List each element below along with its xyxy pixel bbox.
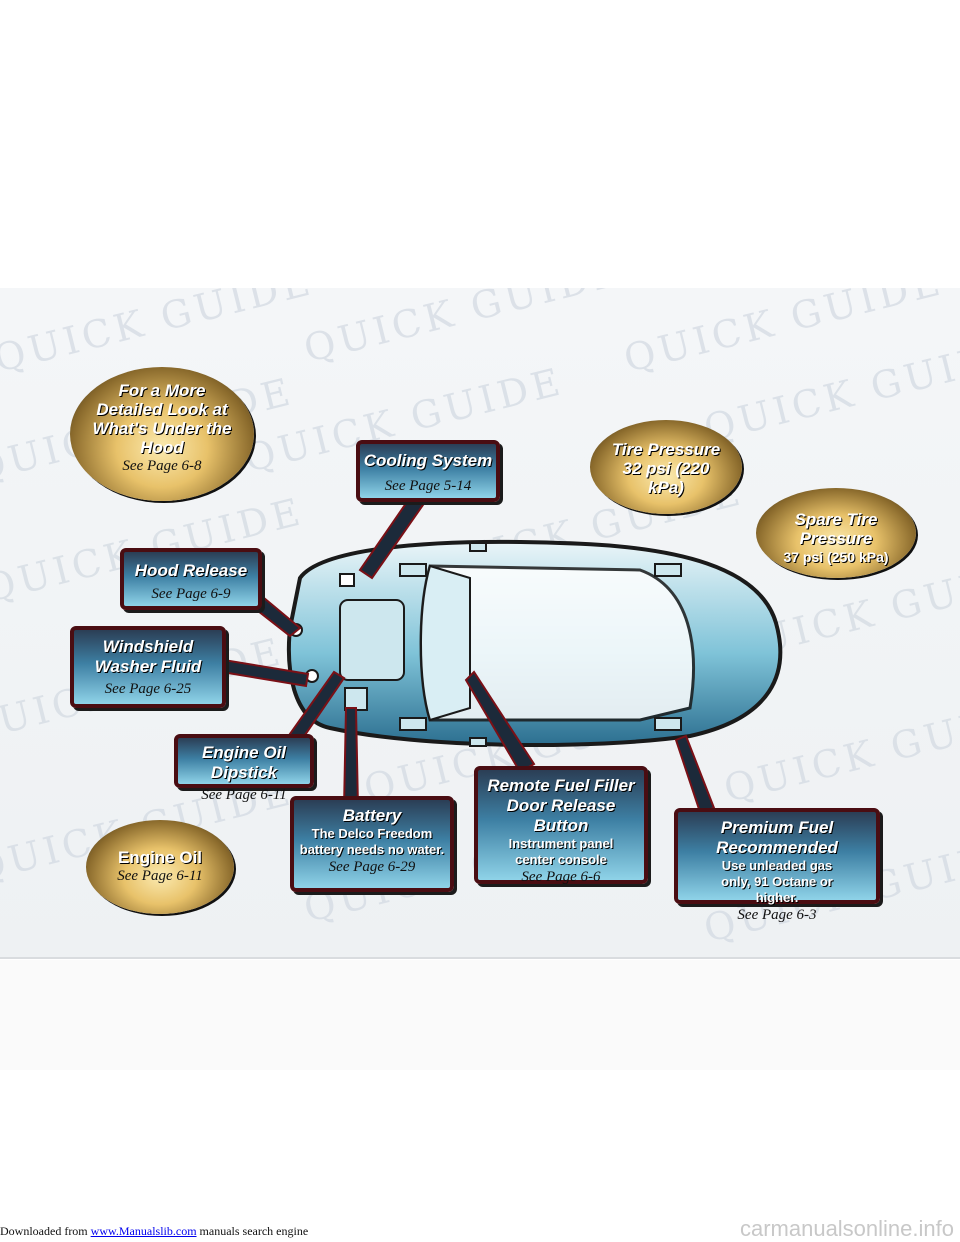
footer-suffix: manuals search engine (196, 1224, 309, 1238)
washer-fluid-page: See Page 6-25 (104, 681, 192, 697)
engine-oil-oval: Engine Oil See Page 6-11 (86, 820, 234, 914)
arrow-battery (342, 707, 360, 809)
car-wheel-rear-left (654, 563, 682, 577)
fuel-door-callout: Remote Fuel Filler Door Release Button I… (474, 766, 648, 885)
car-battery-shape (344, 687, 368, 711)
divider (0, 957, 960, 959)
washer-fluid-title: Windshield Washer Fluid (94, 637, 202, 676)
spare-tire-value: 37 psi (250 kPa) (783, 549, 889, 565)
cooling-system-callout: Cooling System See Page 5-14 (356, 440, 500, 502)
dipstick-title: Engine Oil Dipstick (201, 743, 287, 782)
battery-title: Battery (342, 806, 402, 825)
footer-prefix: Downloaded from (0, 1224, 91, 1238)
manualslib-link[interactable]: www.Manualslib.com (90, 1224, 197, 1238)
car-wheel-front-left (399, 563, 427, 577)
hood-release-page: See Page 6-9 (151, 586, 231, 602)
fuel-door-page: See Page 6-6 (521, 869, 601, 885)
car-engine-block (339, 599, 405, 681)
premium-fuel-title: Premium Fuel Recommended (716, 818, 838, 857)
tire-pressure-title: Tire Pressure 32 psi (220 kPa) (611, 440, 721, 497)
arrow-premium-fuel (674, 734, 716, 814)
spare-tire-title: Spare Tire Pressure (794, 510, 878, 548)
car-cooling-cap (339, 573, 355, 587)
fuel-door-title: Remote Fuel Filler Door Release Button (487, 776, 635, 835)
car-wheel-rear-right (654, 717, 682, 731)
car-wheel-front-right (399, 717, 427, 731)
battery-body: The Delco Freedom battery needs no water… (299, 826, 445, 857)
fuel-door-body: Instrument panel center console (508, 836, 614, 867)
cooling-system-page: See Page 5-14 (384, 478, 472, 494)
engine-oil-page: See Page 6-11 (117, 868, 203, 884)
premium-fuel-callout: Premium Fuel Recommended Use unleaded ga… (674, 808, 880, 923)
download-footer: Downloaded from www.Manualslib.com manua… (0, 1224, 308, 1239)
car-top-view-illustration (220, 484, 783, 814)
tire-pressure-oval: Tire Pressure 32 psi (220 kPa) (590, 420, 742, 514)
battery-page: See Page 6-29 (328, 859, 416, 875)
battery-callout: Battery The Delco Freedom battery needs … (290, 796, 454, 892)
detailed-look-title: For a More Detailed Look at What's Under… (92, 381, 232, 457)
spare-tire-oval: Spare Tire Pressure 37 psi (250 kPa) (756, 488, 916, 578)
site-watermark: carmanualsonline.info (739, 1216, 954, 1241)
hood-release-callout: Hood Release See Page 6-9 (120, 548, 262, 610)
detailed-look-oval: For a More Detailed Look at What's Under… (70, 367, 254, 501)
washer-fluid-callout: Windshield Washer Fluid See Page 6-25 (70, 626, 226, 708)
engine-oil-title: Engine Oil (117, 848, 203, 867)
premium-fuel-page: See Page 6-3 (737, 907, 817, 923)
cooling-system-title: Cooling System (363, 451, 493, 470)
dipstick-page: See Page 6-11 (201, 787, 287, 803)
premium-fuel-body: Use unleaded gas only, 91 Octane or high… (721, 858, 833, 905)
car-mirror-left (469, 542, 487, 552)
hood-release-title: Hood Release (134, 561, 248, 580)
dipstick-callout: Engine Oil Dipstick See Page 6-11 (174, 734, 314, 803)
car-windshield (420, 564, 471, 722)
car-mirror-right (469, 737, 487, 747)
detailed-look-page: See Page 6-8 (122, 458, 202, 474)
blank-band (0, 960, 960, 1070)
